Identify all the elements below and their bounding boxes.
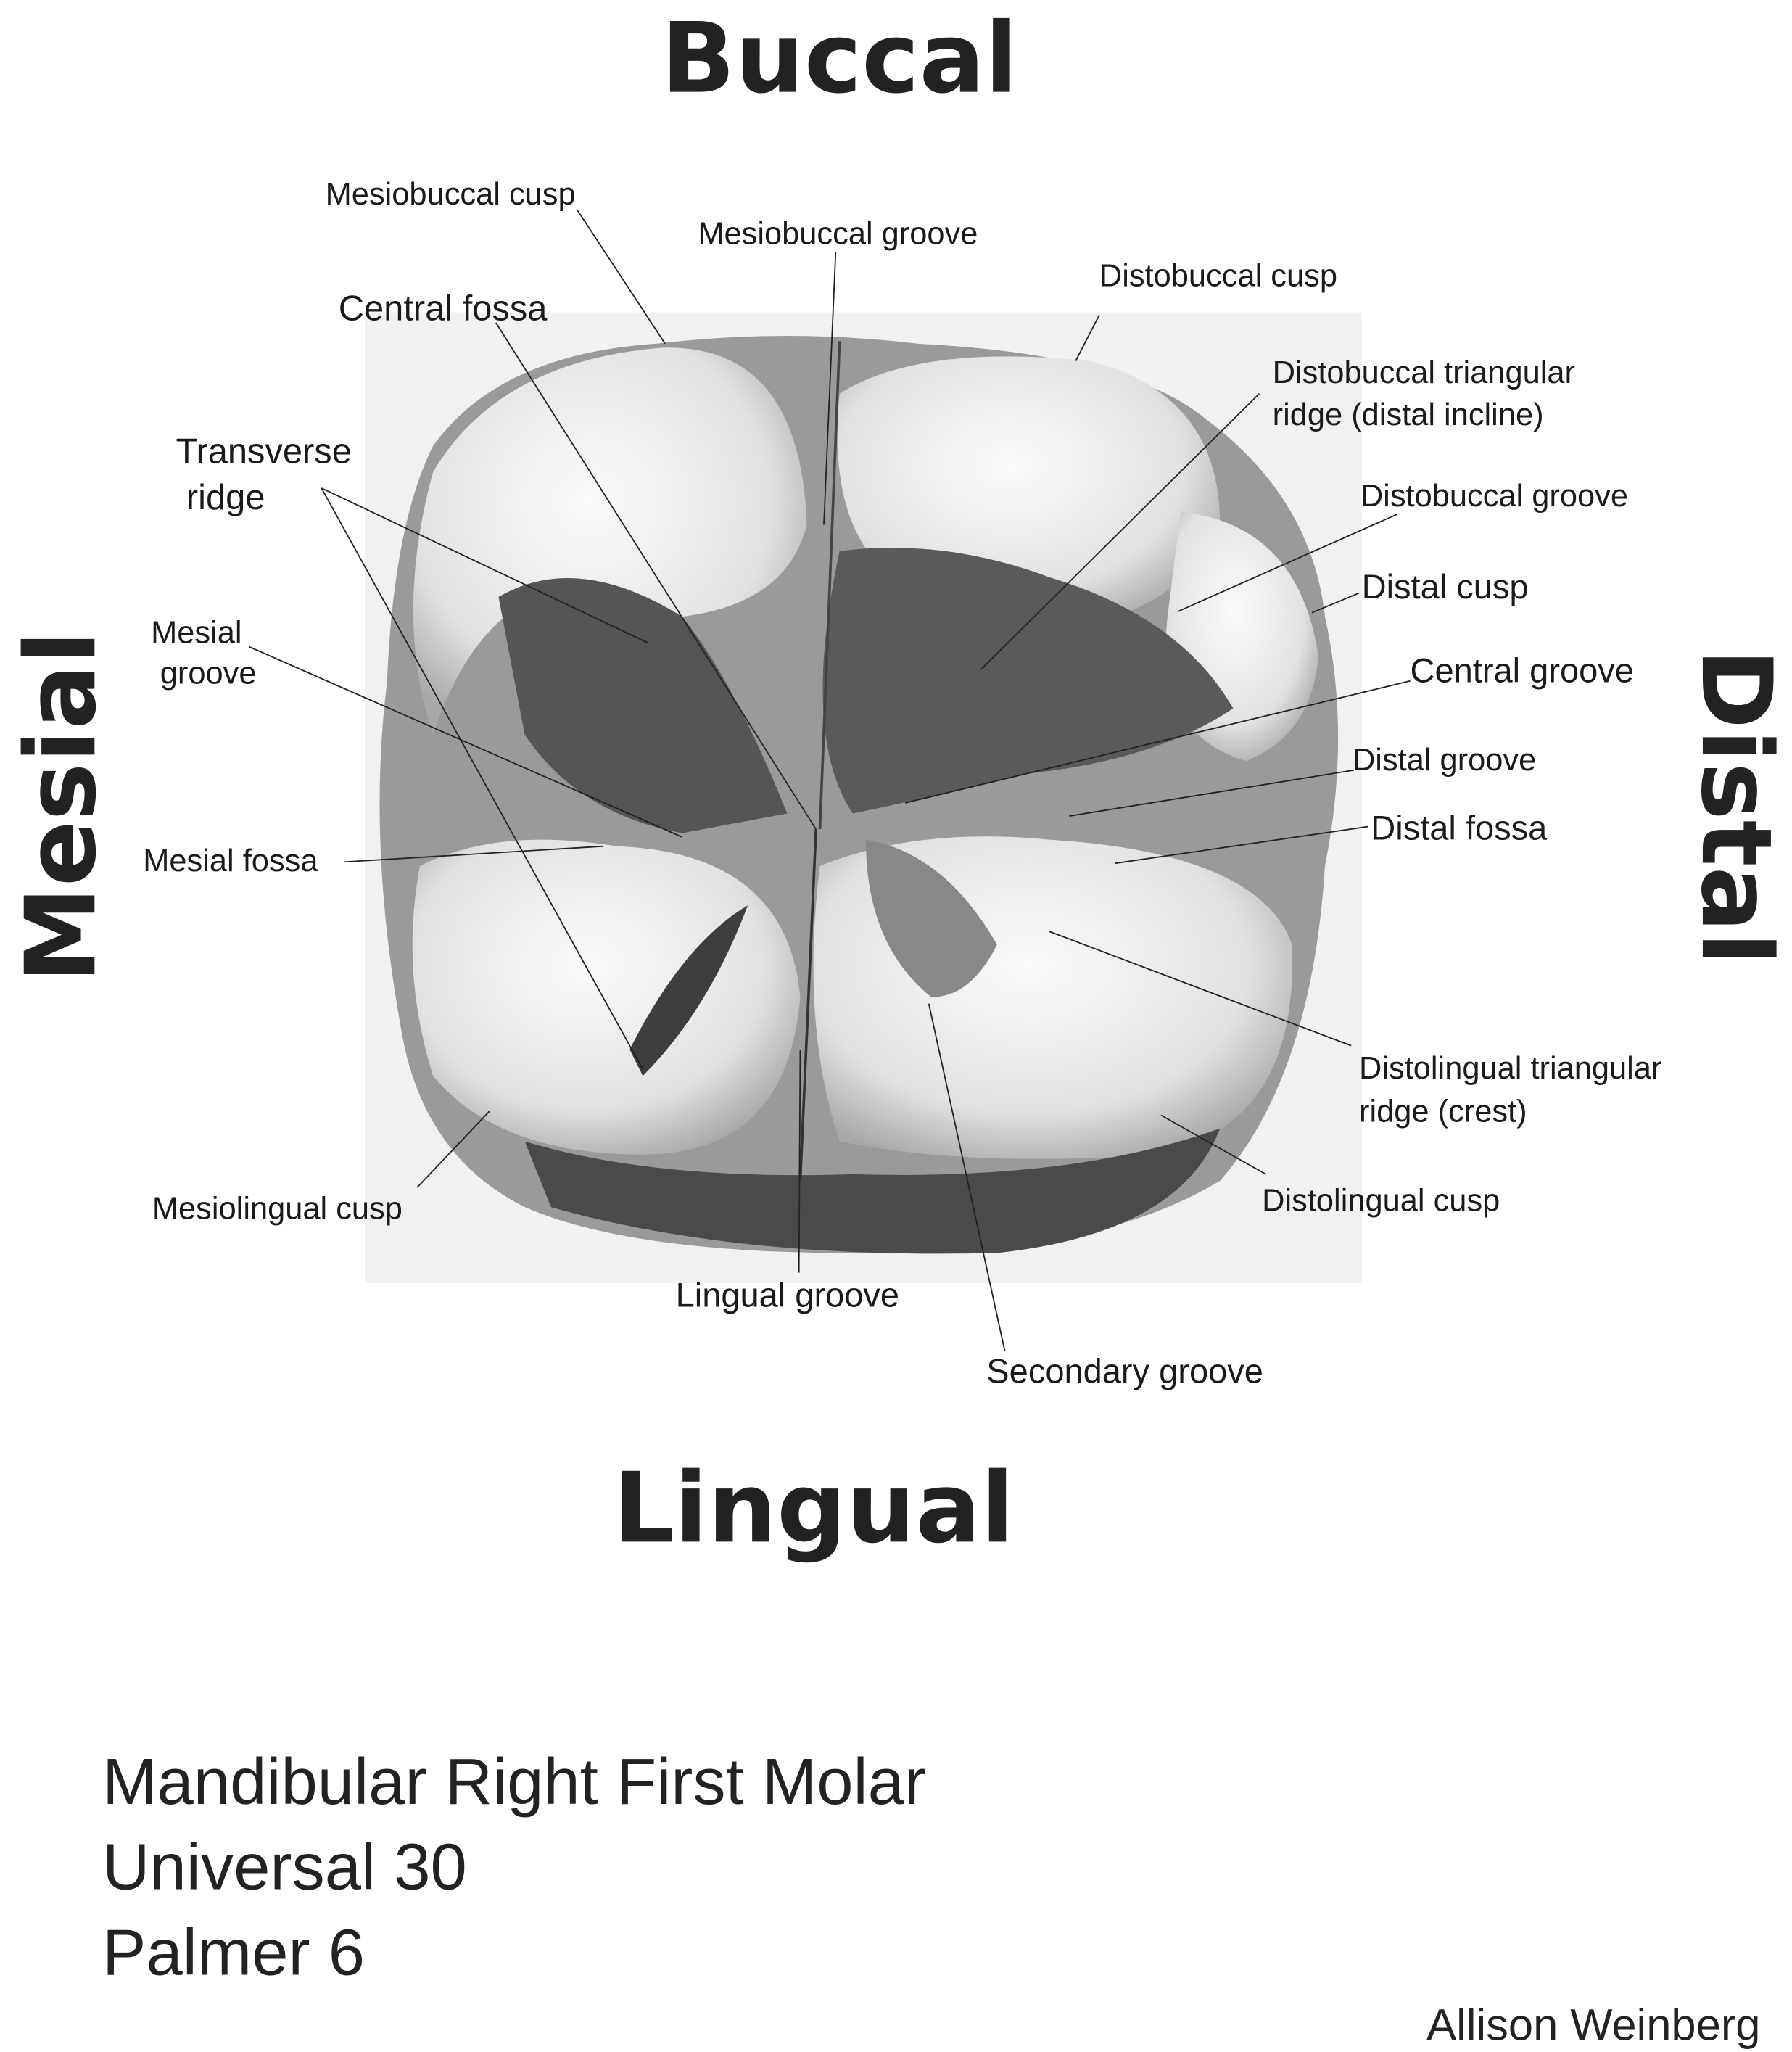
caption-universal-number: Universal 30 [102, 1831, 467, 1904]
label-central-groove: Central groove [1411, 651, 1634, 690]
label-transverse-ridge-2: ridge [186, 478, 265, 517]
label-distolingual-triangular-ridge-2: ridge (crest) [1359, 1095, 1527, 1129]
label-distal-cusp: Distal cusp [1362, 567, 1529, 606]
artist-signature: Allison Weinberg [1426, 2001, 1760, 2051]
caption-palmer-number: Palmer 6 [102, 1916, 365, 1989]
anatomy-labels: Mesiobuccal cusp Mesiobuccal groove Dist… [143, 177, 1661, 1390]
label-distolingual-triangular-ridge: Distolingual triangular [1359, 1051, 1661, 1086]
orientation-mesial: Mesial [4, 631, 117, 984]
label-distobuccal-cusp: Distobuccal cusp [1099, 258, 1337, 293]
label-central-fossa: Central fossa [339, 289, 548, 328]
orientation-lingual: Lingual [613, 1451, 1015, 1565]
label-lingual-groove: Lingual groove [676, 1276, 899, 1314]
leader-lines [249, 209, 1411, 1352]
label-transverse-ridge: Transverse [176, 432, 351, 471]
tooth-drawing [379, 336, 1339, 1254]
label-mesiolingual-cusp: Mesiolingual cusp [152, 1191, 402, 1226]
label-distobuccal-groove: Distobuccal groove [1360, 479, 1628, 514]
label-mesiobuccal-cusp: Mesiobuccal cusp [326, 177, 576, 212]
label-secondary-groove: Secondary groove [986, 1352, 1263, 1390]
label-mesiobuccal-groove: Mesiobuccal groove [698, 216, 978, 251]
label-mesial-groove-2: groove [160, 656, 257, 691]
label-mesial-groove: Mesial [151, 615, 241, 650]
label-mesial-fossa: Mesial fossa [143, 844, 318, 878]
label-distal-fossa: Distal fossa [1371, 809, 1548, 847]
label-distobuccal-triangular-ridge: Distobuccal triangular [1273, 355, 1575, 390]
orientation-distal: Distal [1680, 648, 1792, 965]
label-distolingual-cusp: Distolingual cusp [1262, 1184, 1500, 1219]
label-distobuccal-triangular-ridge-2: ridge (distal incline) [1273, 397, 1544, 432]
orientation-buccal: Buccal [661, 2, 1018, 115]
label-distal-groove: Distal groove [1353, 743, 1536, 778]
caption-tooth-name: Mandibular Right First Molar [102, 1745, 926, 1818]
